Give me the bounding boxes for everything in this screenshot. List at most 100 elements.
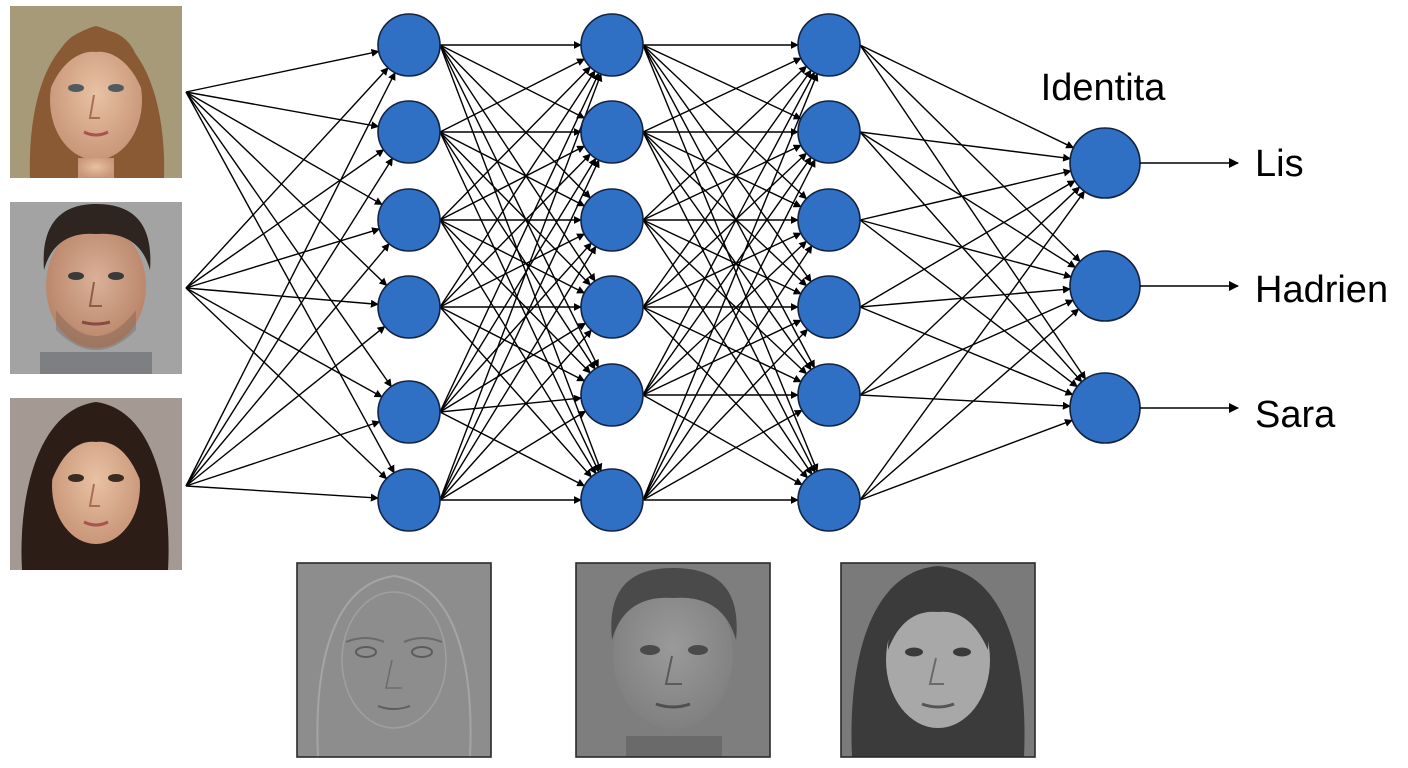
edge-input-1-to-l1-5 (185, 287, 388, 480)
edge-l1-4-to-l2-0 (439, 72, 600, 413)
edge-l2-5-to-l3-0 (642, 72, 819, 501)
edge-l2-1-to-l3-0 (642, 57, 802, 133)
edge-l2-4-to-l3-3 (642, 319, 802, 396)
hidden-node-l1-2 (377, 188, 441, 252)
edge-input-1-to-l1-0 (185, 67, 389, 289)
edge-l2-3-to-l3-5 (642, 306, 809, 479)
hidden-node-l1-4 (377, 380, 441, 444)
input-images (10, 6, 182, 570)
edge-l1-4-to-l2-2 (439, 242, 592, 413)
edge-l3-3-to-l4-1 (859, 285, 1071, 308)
edge-features-face (296, 562, 492, 758)
edge-input-0-to-l1-5 (185, 91, 395, 474)
edge-input-0-to-l1-1 (185, 91, 380, 130)
hidden-node-l1-3 (377, 275, 441, 339)
diagram-title: Identita (1041, 67, 1167, 109)
feature-images (296, 562, 1036, 758)
edge-l3-0-to-l4-2 (859, 44, 1087, 380)
woman-face-photo-1 (10, 6, 182, 178)
edge-l2-3-to-l3-0 (642, 69, 812, 308)
edge-input-2-to-l1-4 (185, 420, 381, 487)
edge-l3-1-to-l4-0 (859, 131, 1072, 162)
connection-edges (185, 41, 1087, 504)
edge-l2-1-to-l3-2 (642, 131, 802, 208)
edge-input-1-to-l1-4 (185, 287, 383, 398)
edge-l1-5-to-l2-0 (439, 73, 603, 501)
edge-l1-4-to-l2-1 (439, 157, 597, 413)
edge-input-2-to-l1-3 (185, 325, 386, 487)
edge-l1-3-to-l2-1 (439, 153, 591, 308)
edge-l2-4-to-l3-2 (642, 240, 808, 396)
edge-l1-3-to-l2-5 (439, 306, 592, 478)
edge-l3-2-to-l4-2 (859, 219, 1078, 388)
output-arrows (1140, 158, 1239, 413)
hidden-node-l3-5 (797, 468, 861, 532)
hidden-node-l3-4 (797, 363, 861, 427)
edge-l2-0-to-l3-3 (642, 44, 812, 283)
hidden-node-l2-4 (580, 363, 644, 427)
edge-l1-1-to-l2-0 (439, 58, 586, 133)
edge-l2-4-to-l3-5 (642, 394, 803, 486)
man-face-photo (10, 202, 182, 374)
edge-l1-0-to-l2-4 (439, 44, 599, 368)
edge-l1-2-to-l2-0 (439, 66, 591, 221)
edge-l1-0-to-l2-1 (439, 44, 586, 119)
edge-l2-1-to-l3-4 (642, 131, 812, 371)
output-node-2 (1069, 372, 1141, 444)
edge-l2-1-to-l3-3 (642, 131, 808, 287)
edge-l1-5-to-l2-2 (439, 245, 597, 501)
edge-l3-1-to-l4-1 (859, 131, 1077, 268)
hidden-node-l2-2 (580, 188, 644, 252)
edge-l2-2-to-l3-0 (642, 65, 808, 221)
edge-l2-0-to-l3-4 (642, 44, 816, 369)
edge-l1-5-to-l2-1 (439, 159, 600, 501)
edge-l2-4-to-l3-0 (642, 71, 816, 396)
edge-l1-3-to-l2-0 (439, 70, 596, 308)
edge-l3-4-to-l4-2 (859, 394, 1071, 410)
output-node-1 (1069, 250, 1141, 322)
edge-l1-5-to-l2-4 (439, 410, 587, 501)
edge-l2-4-to-l3-1 (642, 156, 812, 396)
edge-input-2-to-l1-0 (185, 71, 396, 487)
edge-l3-5-to-l4-0 (859, 190, 1085, 501)
edge-l2-3-to-l3-2 (642, 232, 802, 308)
edge-input-1-to-l1-1 (185, 149, 385, 289)
edge-l3-0-to-l4-0 (859, 44, 1075, 149)
edge-l3-4-to-l4-1 (859, 299, 1074, 396)
edge-l3-2-to-l4-0 (859, 168, 1072, 221)
hidden-node-l3-0 (797, 13, 861, 77)
edge-l3-2-to-l4-1 (859, 219, 1072, 279)
high-level-features-face (840, 562, 1036, 758)
edge-input-2-to-l1-1 (185, 157, 394, 487)
edge-l3-0-to-l4-1 (859, 44, 1081, 263)
edge-l2-1-to-l3-5 (642, 131, 816, 474)
edge-l2-2-to-l3-4 (642, 219, 808, 375)
edge-l2-3-to-l3-1 (642, 152, 808, 308)
output-label-lis: Lis (1255, 143, 1304, 185)
edge-l1-2-to-l2-1 (439, 145, 586, 221)
edge-l1-3-to-l2-2 (439, 233, 586, 308)
hidden-node-l2-3 (580, 275, 644, 339)
hidden-node-l1-0 (377, 13, 441, 77)
edge-input-0-to-l1-3 (185, 91, 388, 287)
output-node-0 (1069, 127, 1141, 199)
edge-l3-1-to-l4-2 (859, 131, 1083, 383)
hidden-node-l1-5 (377, 468, 441, 532)
edge-l2-5-to-l3-2 (642, 245, 813, 501)
edge-l3-5-to-l4-2 (859, 419, 1073, 501)
edge-l3-4-to-l4-0 (859, 186, 1081, 396)
edge-l1-5-to-l2-3 (439, 329, 592, 501)
edge-l2-2-to-l3-3 (642, 219, 802, 295)
hidden-node-l2-1 (580, 100, 644, 164)
edge-input-0-to-l1-2 (185, 91, 383, 206)
edge-l1-1-to-l2-4 (439, 131, 596, 370)
edge-l1-1-to-l2-3 (439, 131, 591, 286)
edge-l2-2-to-l3-1 (642, 144, 802, 221)
edge-input-2-to-l1-5 (185, 485, 379, 502)
edge-l2-5-to-l3-4 (642, 409, 803, 501)
edge-l1-4-to-l2-5 (439, 411, 586, 487)
hidden-node-l3-1 (797, 100, 861, 164)
network-nodes (377, 13, 1141, 532)
edge-l3-3-to-l4-2 (859, 306, 1074, 396)
edge-l2-0-to-l3-1 (642, 44, 802, 120)
